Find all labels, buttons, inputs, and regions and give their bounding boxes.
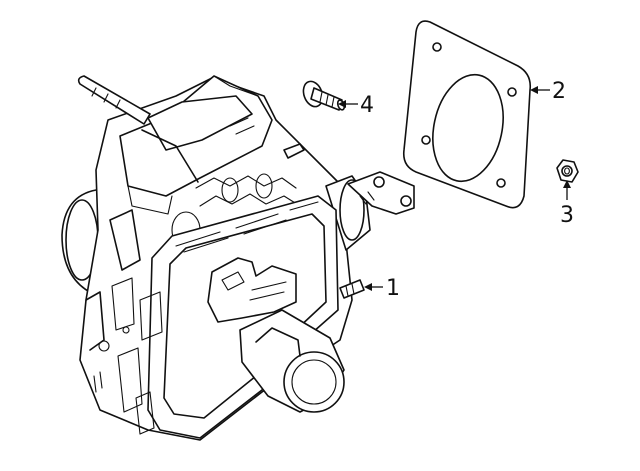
callout-3: 3 xyxy=(560,180,574,228)
brake-booster-assembly xyxy=(61,75,415,441)
bolt xyxy=(302,80,346,111)
callout-4: 4 xyxy=(338,93,374,118)
callout-4-label: 4 xyxy=(360,93,374,118)
nut xyxy=(556,159,579,183)
callout-3-label: 3 xyxy=(560,203,574,228)
gasket xyxy=(402,20,532,209)
callout-2: 2 xyxy=(530,79,566,104)
callout-2-label: 2 xyxy=(552,79,566,104)
callout-1-label: 1 xyxy=(386,276,400,301)
callout-1: 1 xyxy=(364,276,400,301)
